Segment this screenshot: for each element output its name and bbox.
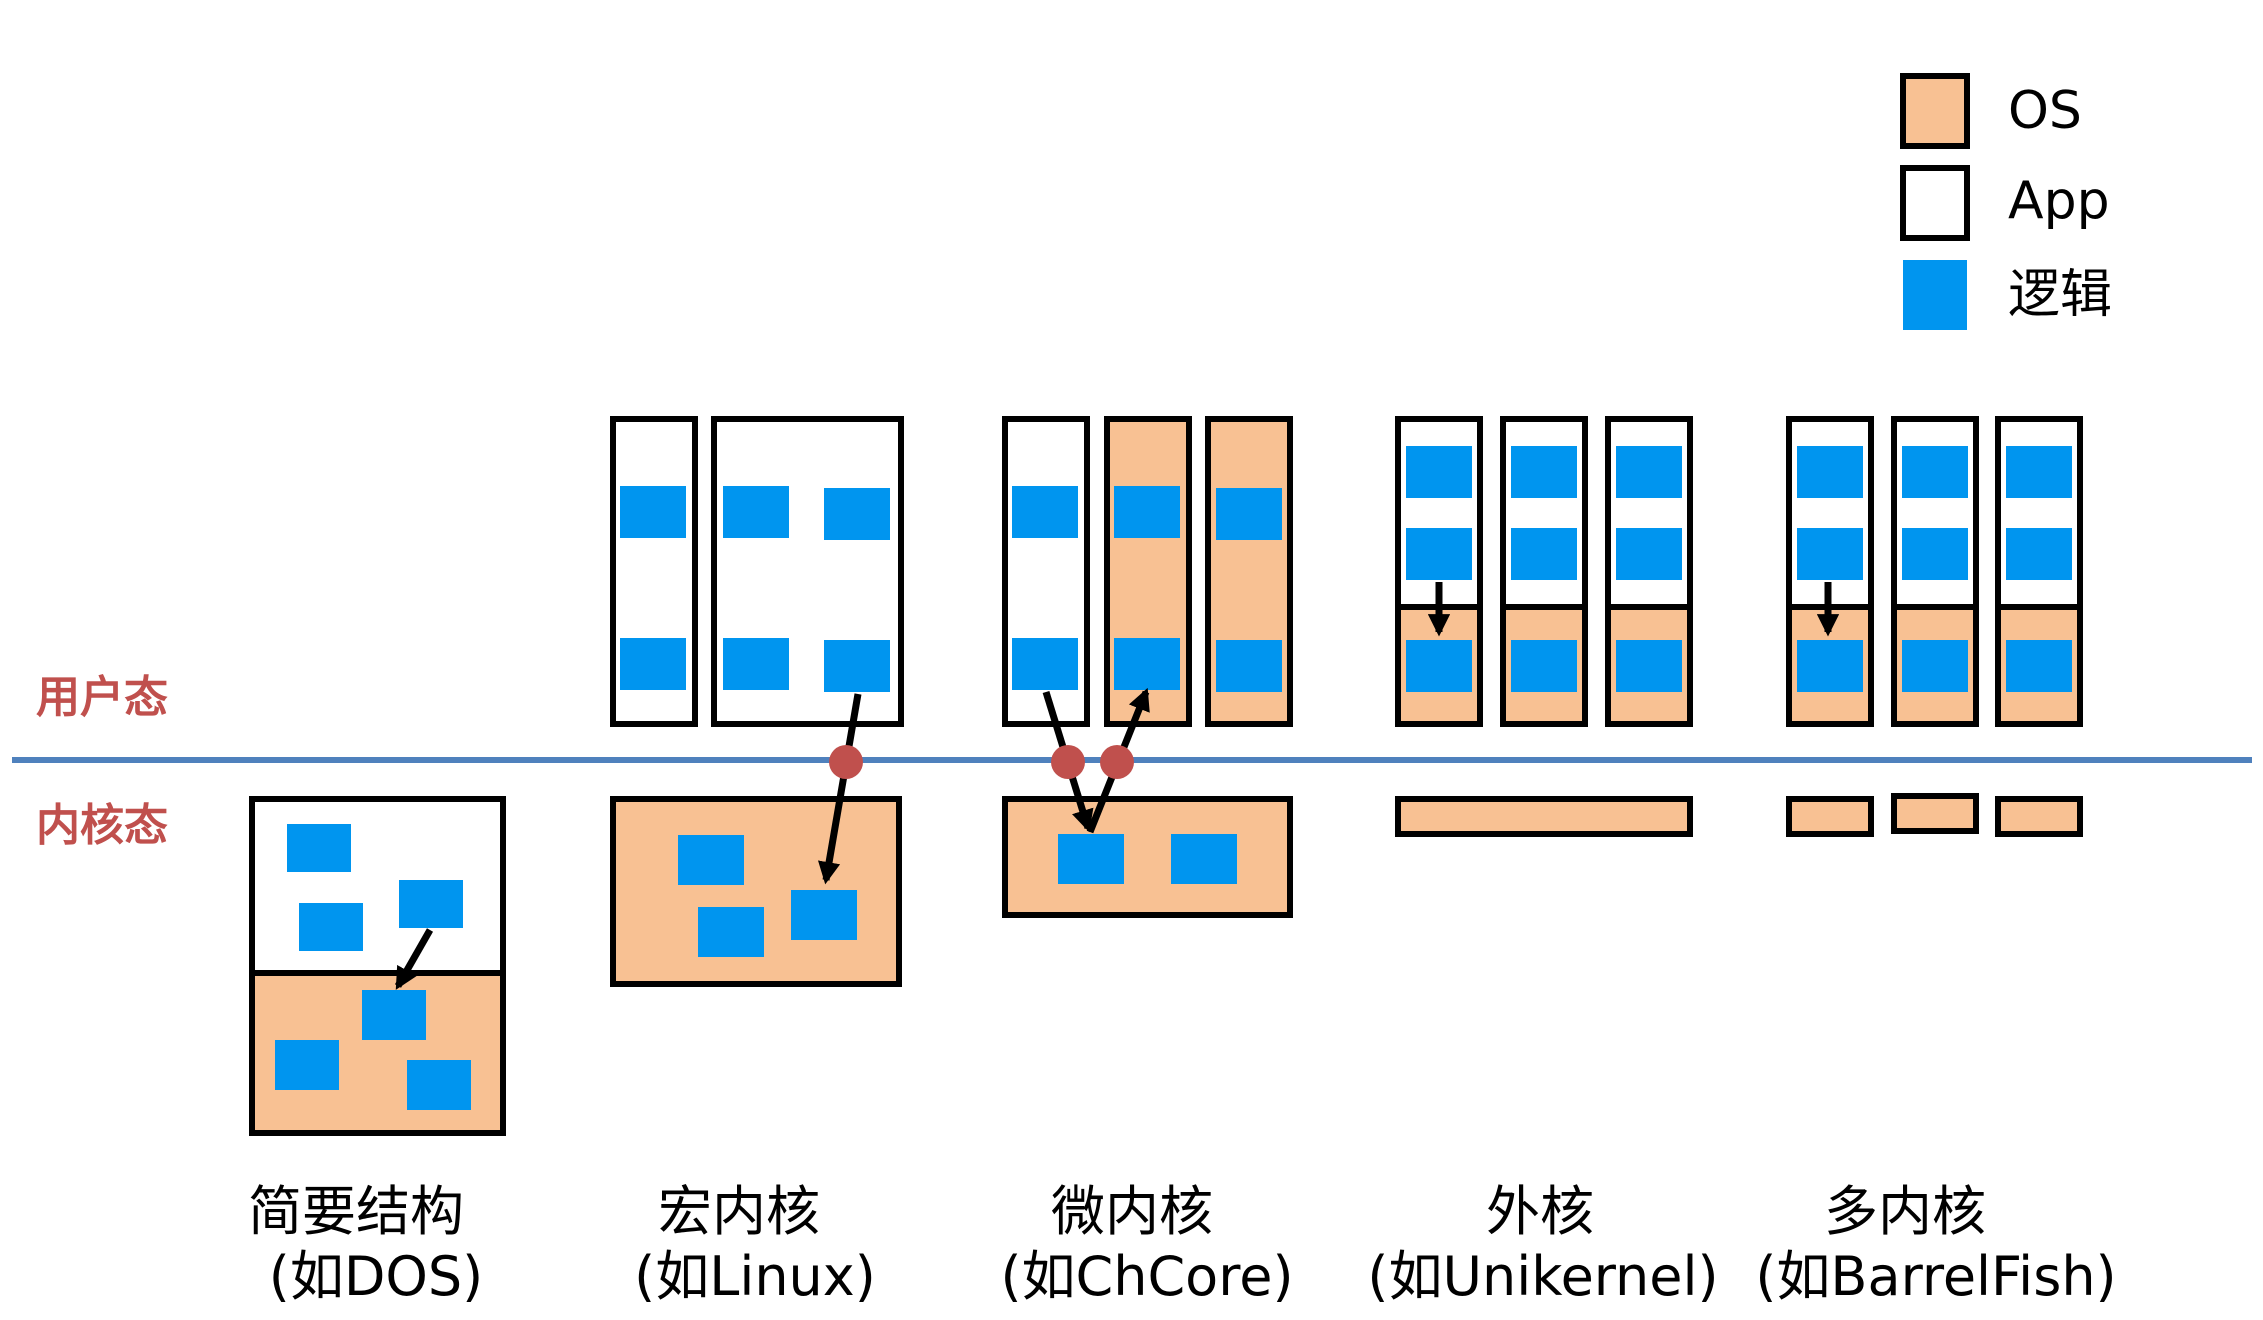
legend-logic-swatch	[1903, 260, 1967, 330]
syscall-arrow	[818, 693, 862, 885]
logic-block	[1511, 446, 1577, 498]
logic-block	[299, 903, 363, 951]
caption-example: (如DOS)	[269, 1245, 484, 1308]
kernel-bar	[1891, 793, 1979, 834]
logic-block	[723, 486, 789, 538]
logic-block	[287, 824, 351, 872]
logic-block	[1114, 486, 1180, 538]
logic-block	[407, 1060, 471, 1110]
caption-name: 多内核	[1824, 1180, 1986, 1243]
exokernel-bar	[1395, 796, 1693, 837]
logic-block	[1616, 446, 1682, 498]
crossing-dot	[829, 745, 863, 779]
legend-os-label: OS	[2008, 81, 2082, 141]
legend-app-swatch	[1900, 165, 1970, 241]
logic-block	[1616, 528, 1682, 580]
logic-block	[1406, 640, 1472, 692]
microkernel	[1002, 416, 1293, 918]
kernel-bar	[1786, 796, 1874, 837]
logic-block	[1216, 488, 1282, 540]
captions: 简要结构 (如DOS) 宏内核 (如Linux) 微内核 (如ChCore) 外…	[248, 1180, 2117, 1308]
legend-os-swatch	[1900, 73, 1970, 149]
legend-app-label: App	[2008, 171, 2110, 231]
crossing-dot	[1051, 745, 1085, 779]
caption-name: 宏内核	[658, 1180, 820, 1243]
logic-block	[1797, 528, 1863, 580]
logic-block	[698, 907, 764, 957]
logic-block	[723, 638, 789, 690]
logic-block	[2006, 528, 2072, 580]
caption-name: 外核	[1486, 1180, 1594, 1243]
logic-block	[1171, 834, 1237, 884]
kernel-bar	[1995, 796, 2083, 837]
logic-block	[1902, 446, 1968, 498]
exokernel	[1395, 416, 1693, 837]
caption-example: (如BarrelFish)	[1755, 1245, 2116, 1308]
logic-block	[1797, 446, 1863, 498]
legend: OS App 逻辑	[1900, 73, 2112, 330]
logic-block	[2006, 446, 2072, 498]
logic-block	[620, 486, 686, 538]
logic-block	[1114, 638, 1180, 690]
logic-block	[362, 990, 426, 1040]
kernel-box	[1002, 796, 1293, 918]
logic-block	[824, 488, 890, 540]
legend-logic-label: 逻辑	[2008, 265, 2112, 325]
logic-block	[1511, 640, 1577, 692]
logic-block	[275, 1040, 339, 1090]
logic-block	[1902, 640, 1968, 692]
logic-block	[399, 880, 463, 928]
caption-example: (如Unikernel)	[1367, 1245, 1718, 1308]
multikernel	[1786, 416, 2083, 837]
simple-structure	[249, 796, 506, 1136]
logic-block	[678, 835, 744, 885]
caption-name: 微内核	[1051, 1180, 1213, 1243]
logic-block	[620, 638, 686, 690]
logic-block	[1012, 486, 1078, 538]
logic-block	[1406, 528, 1472, 580]
caption-example: (如ChCore)	[1000, 1245, 1293, 1308]
kernel-mode-label: 内核态	[36, 800, 168, 851]
caption-example: (如Linux)	[634, 1245, 876, 1308]
monolithic-kernel	[610, 416, 904, 987]
logic-block	[2006, 640, 2072, 692]
logic-block	[1902, 528, 1968, 580]
logic-block	[824, 640, 890, 692]
logic-block	[1797, 640, 1863, 692]
logic-block	[1058, 834, 1124, 884]
logic-block	[1406, 446, 1472, 498]
caption-name: 简要结构	[248, 1180, 464, 1243]
logic-block	[1616, 640, 1682, 692]
logic-block	[791, 890, 857, 940]
logic-block	[1511, 528, 1577, 580]
crossing-dot	[1100, 745, 1134, 779]
user-mode-label: 用户态	[36, 672, 168, 723]
logic-block	[1012, 638, 1078, 690]
call-arrow	[394, 928, 434, 990]
logic-block	[1216, 640, 1282, 692]
